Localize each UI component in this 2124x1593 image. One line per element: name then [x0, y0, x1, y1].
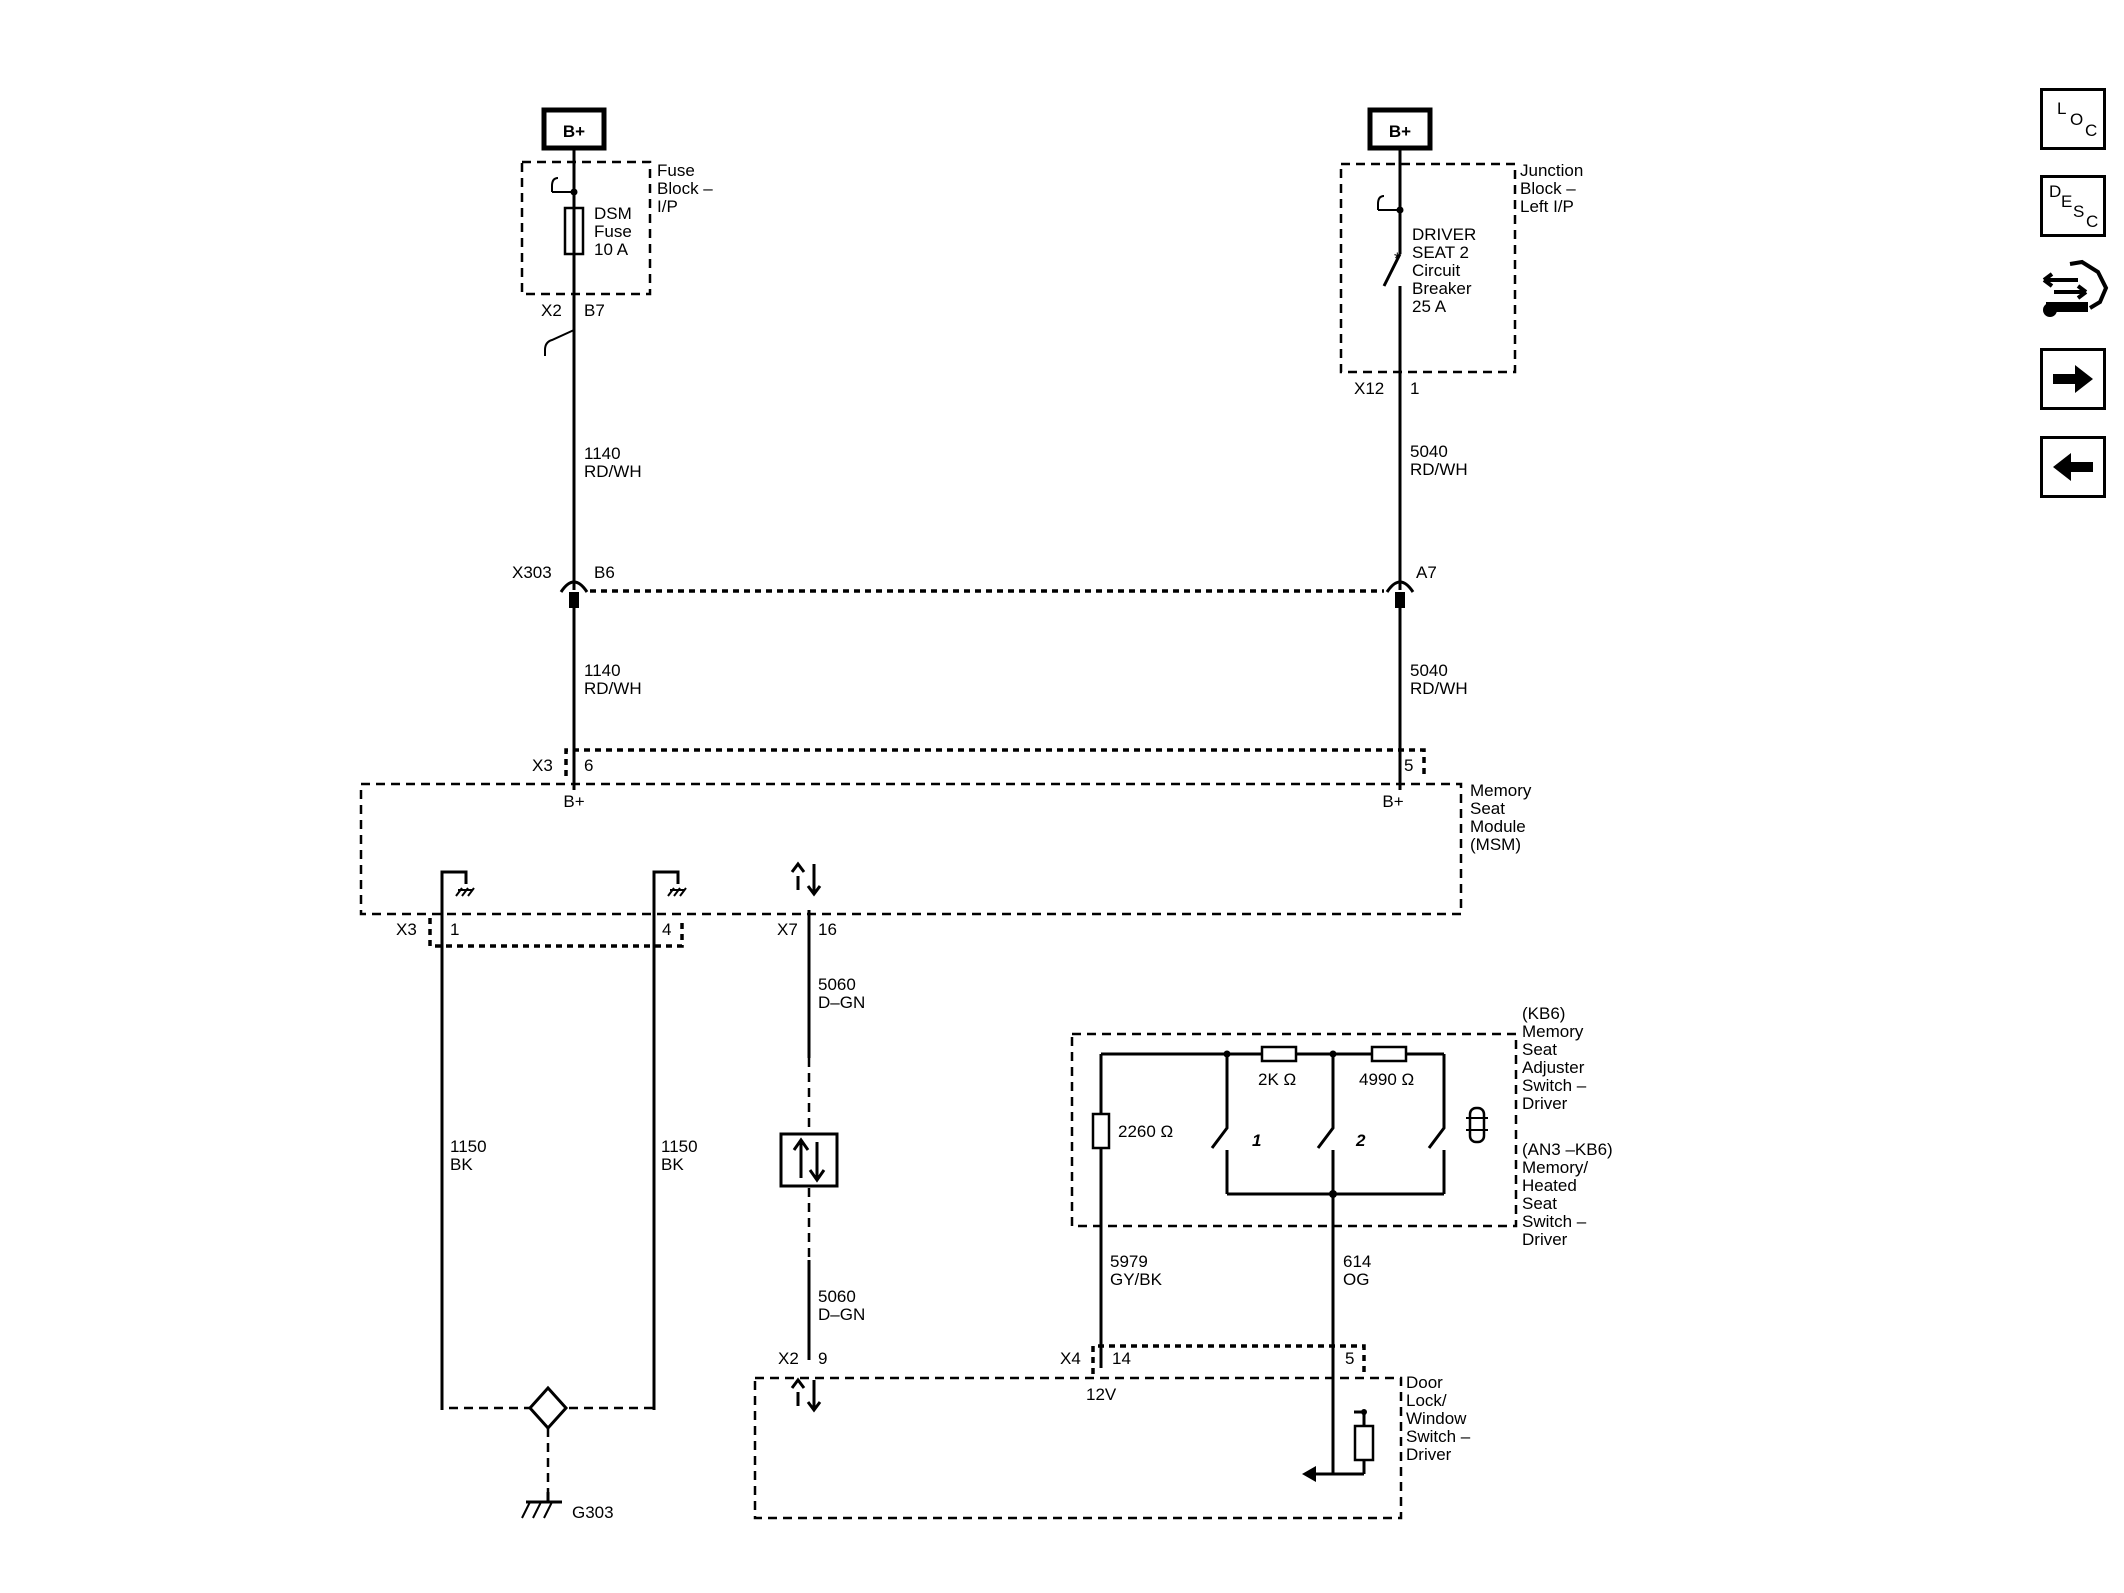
arrow-left-icon: [2053, 453, 2093, 481]
wire-5040-top-label: 5040 RD/WH: [1410, 442, 1468, 479]
door-pin-9: 9: [818, 1349, 827, 1368]
junction-block-label: Junction Block – Left I/P: [1520, 161, 1588, 216]
wire-1150-right-label: 1150 BK: [661, 1137, 702, 1174]
door-12v-label: 12V: [1086, 1385, 1117, 1404]
next-page-button[interactable]: [2040, 348, 2106, 410]
memory-switch-1-label: 1: [1252, 1131, 1261, 1150]
door-x4-label: X4: [1060, 1349, 1081, 1368]
msm-label: Memory Seat Module (MSM): [1470, 781, 1536, 854]
msm-x3-bottom-label: X3: [396, 920, 417, 939]
door-pin-14: 14: [1112, 1349, 1131, 1368]
memory-set-icon: [1466, 1106, 1488, 1144]
dsm-fuse-label: DSM Fuse 10 A: [594, 204, 637, 259]
junction-pin-label: 1: [1410, 379, 1419, 398]
junction-block: [1339, 162, 1517, 374]
ground-splice: [527, 1385, 569, 1431]
msm-pin-5: 5: [1404, 756, 1413, 775]
memory-switch-2-label: 2: [1355, 1131, 1366, 1150]
heated-seat-switch-label: (AN3 –KB6) Memory/ Heated Seat Switch – …: [1522, 1140, 1617, 1249]
wire-1140-bot-label: 1140 RD/WH: [584, 661, 642, 698]
bplus-label-right: B+: [1389, 122, 1411, 141]
msm-x3-top-label: X3: [532, 756, 553, 775]
fuse-block: [520, 160, 652, 296]
svg-text:*: *: [1394, 249, 1401, 268]
msm-pin-6: 6: [584, 756, 593, 775]
msm-pin-4: 4: [662, 920, 671, 939]
fuse-block-label: Fuse Block – I/P: [657, 161, 717, 216]
wire-5060-bot-label: 5060 D–GN: [818, 1287, 865, 1324]
seat-adjuster-label: (KB6) Memory Seat Adjuster Switch – Driv…: [1522, 1004, 1591, 1113]
x303-pin-a7: A7: [1416, 563, 1437, 582]
x303-pin-b6: B6: [594, 563, 615, 582]
circuit-breaker-label: DRIVER SEAT 2 Circuit Breaker 25 A: [1412, 225, 1481, 316]
bplus-label-left: B+: [563, 122, 585, 141]
wire-5979-label: 5979 GY/BK: [1110, 1252, 1163, 1289]
msm-bplus-left: B+: [563, 792, 584, 811]
ground-g303-label: G303: [572, 1503, 614, 1522]
msm-bplus-right: B+: [1382, 792, 1403, 811]
wire-5040-bot-label: 5040 RD/WH: [1410, 661, 1468, 698]
x303-label: X303: [512, 563, 552, 582]
door-switch-label: Door Lock/ Window Switch – Driver: [1406, 1373, 1475, 1464]
resistor-2k-label: 2K Ω: [1258, 1070, 1296, 1089]
previous-page-button[interactable]: [2040, 436, 2106, 498]
circuit-breaker-switch: [1382, 253, 1402, 287]
memory-seat-module: [359, 782, 1463, 916]
wire-1140-top-label: 1140 RD/WH: [584, 444, 642, 481]
junction-connector-label: X12: [1354, 379, 1384, 398]
resistor-4990-label: 4990 Ω: [1359, 1070, 1414, 1089]
fuse-connector-label: X2: [541, 301, 562, 320]
msm-pin-1: 1: [450, 920, 459, 939]
connector-tools-icon[interactable]: [2040, 258, 2110, 328]
serial-data-symbol: [779, 1132, 839, 1188]
door-lock-window-switch: [753, 1376, 1403, 1520]
arrow-right-icon: [2053, 365, 2093, 393]
wire-614-label: 614 OG: [1343, 1252, 1376, 1289]
wire-1150-left-label: 1150 BK: [450, 1137, 491, 1174]
wire-5060-top-label: 5060 D–GN: [818, 975, 865, 1012]
seat-adjuster-switch: [1070, 1032, 1518, 1228]
resistor-2260-label: 2260 Ω: [1118, 1122, 1173, 1141]
fuse-pin-label: B7: [584, 301, 605, 320]
desc-button[interactable]: D E S C: [2040, 175, 2106, 237]
door-x2-label: X2: [778, 1349, 799, 1368]
msm-pin-16: 16: [818, 920, 837, 939]
loc-button[interactable]: L O C: [2040, 88, 2106, 150]
msm-x7-label: X7: [777, 920, 798, 939]
door-pin-5: 5: [1345, 1349, 1354, 1368]
